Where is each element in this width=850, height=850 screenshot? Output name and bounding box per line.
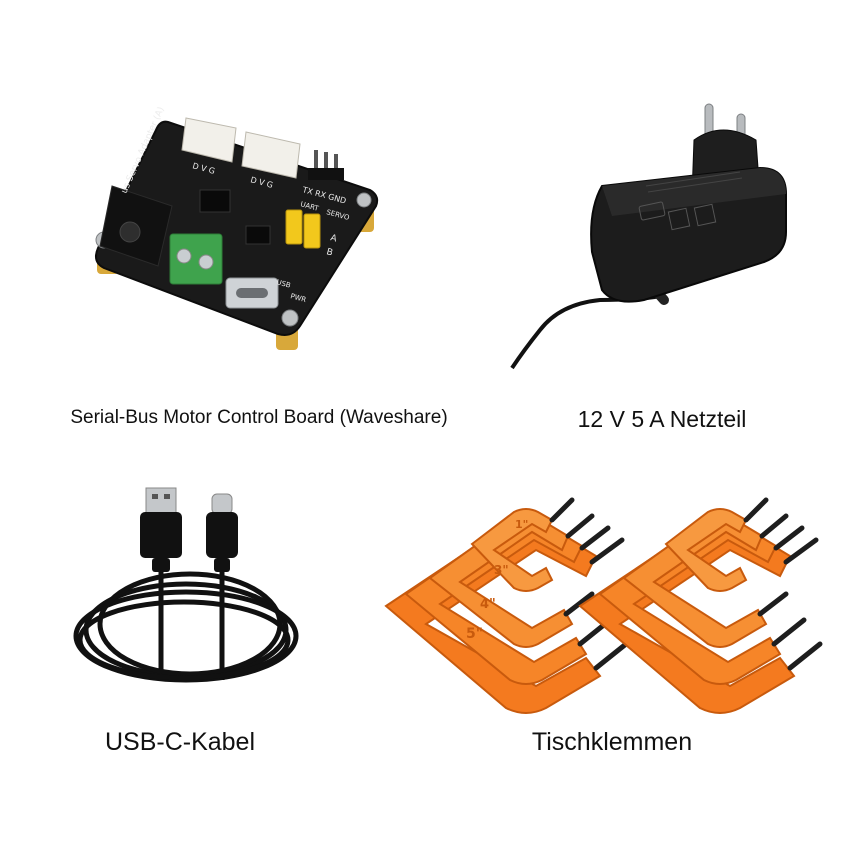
clamp-size-4-label: 4" xyxy=(480,597,496,612)
board-usb-silkscreen: USB xyxy=(275,278,291,289)
clamp-size-5-label: 5" xyxy=(466,626,483,642)
board-jumper-b-silkscreen: B xyxy=(325,247,334,258)
board-jumper-a-silkscreen: A xyxy=(329,233,338,244)
c-clamps-caption: Tischklemmen xyxy=(531,728,693,756)
board-pwr-silkscreen: PWR xyxy=(289,292,307,304)
power-supply-caption: 12 V 5 A Netzteil xyxy=(577,406,747,432)
motor-board-caption: Serial-Bus Motor Control Board (Waveshar… xyxy=(70,407,448,428)
clamp-size-3-label: 3" xyxy=(494,563,509,577)
clamp-size-1-label: 1" xyxy=(515,518,528,531)
usb-cable-caption: USB-C-Kabel xyxy=(104,728,256,756)
